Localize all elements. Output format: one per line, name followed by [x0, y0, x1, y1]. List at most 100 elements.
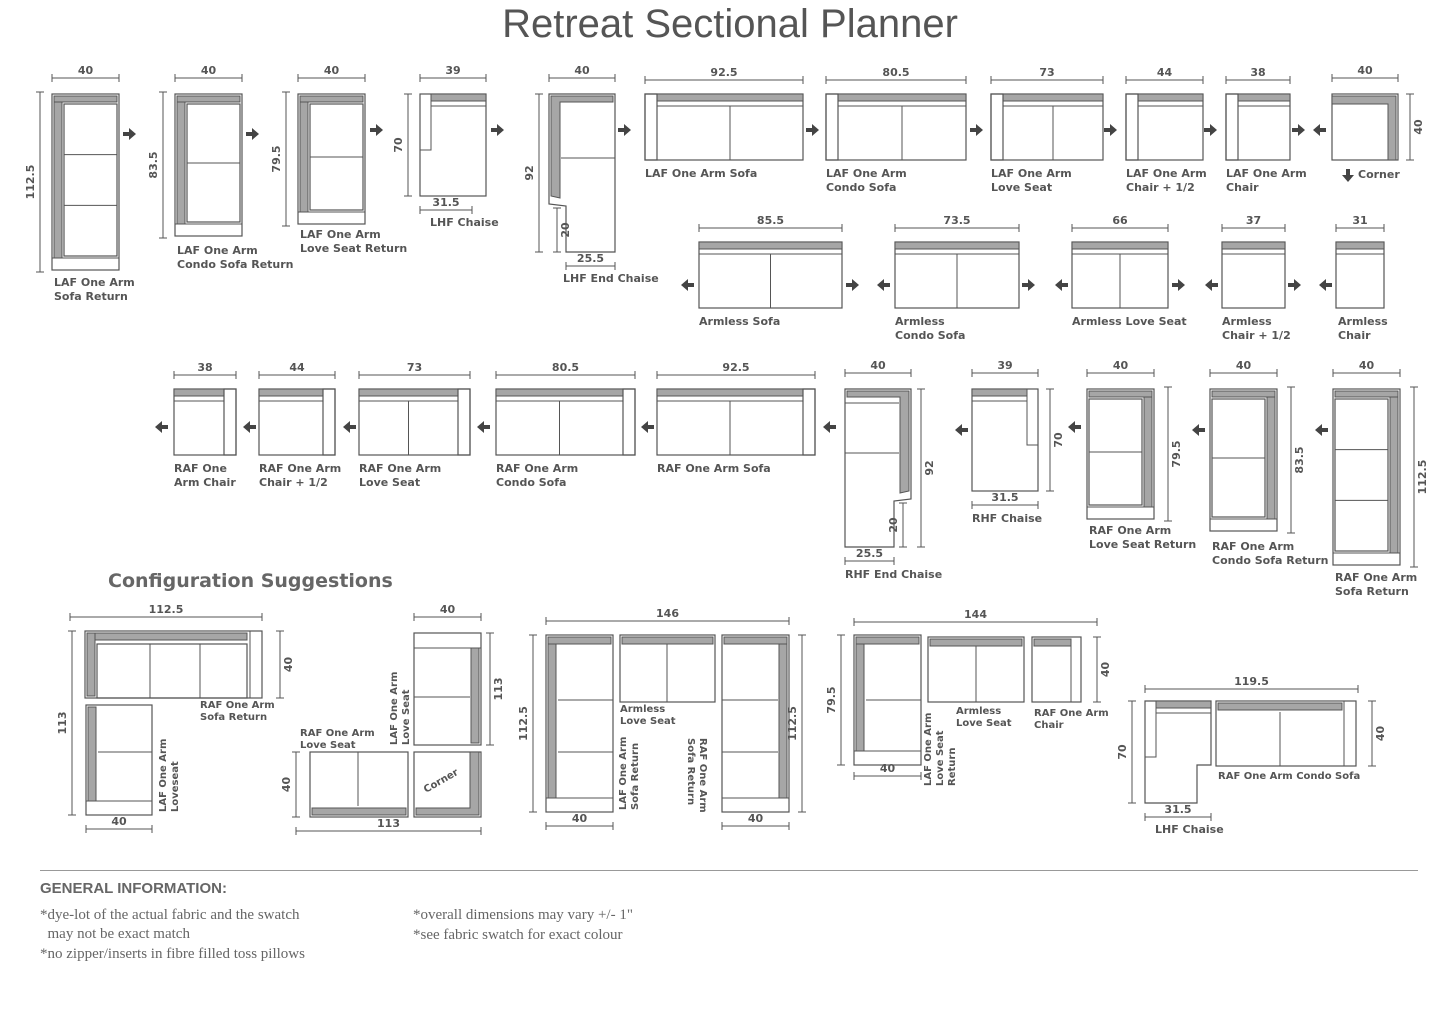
arrow-shape [1342, 169, 1354, 182]
arrow-left-icon [1313, 124, 1326, 136]
config-label: LHF Chaise [1155, 823, 1224, 836]
arrow-shape [806, 124, 819, 136]
arrow-shape [681, 279, 694, 291]
dimension-label: 92 [523, 165, 536, 180]
piece-label: Armless Love Seat [1072, 315, 1187, 328]
arrow-left-icon [681, 279, 694, 291]
dimension-label: 40 [280, 777, 293, 793]
arrow-down-icon [1342, 169, 1354, 182]
arrow-left-icon [155, 421, 168, 433]
arrow-shape [1068, 421, 1081, 433]
dimension-label: 112.5 [517, 706, 530, 741]
arrow-shape [243, 421, 256, 433]
dimension-label: 44 [1157, 66, 1173, 79]
dimension-label: 85.5 [757, 214, 784, 227]
dimension-label: 20 [887, 517, 900, 533]
piece-label: Armless Sofa [699, 315, 780, 328]
dimension-label: 40 [748, 812, 764, 825]
dimension-label: 31.5 [1164, 803, 1191, 816]
arrow-left-icon [477, 421, 490, 433]
config-label: LAF One ArmLove SeatReturn [923, 713, 958, 786]
dimension-label: 66 [1112, 214, 1128, 227]
dimension-label: 40 [1412, 119, 1425, 135]
dimension-label: 40 [880, 762, 896, 775]
dimension-label: 92.5 [722, 361, 749, 374]
dimension-label: 83.5 [147, 151, 160, 178]
piece-label: LHF Chaise [430, 216, 499, 229]
arrow-shape [955, 424, 968, 436]
section-divider [40, 870, 1418, 871]
arrow-shape [618, 124, 631, 136]
arrow-shape [491, 124, 504, 136]
arrow-right-icon [1288, 279, 1301, 291]
arrow-shape [877, 279, 890, 291]
arrow-shape [1315, 424, 1328, 436]
dimension-label: 40 [1099, 662, 1112, 678]
arrow-right-icon [846, 279, 859, 291]
note-dimensions: *overall dimensions may vary +/- 1" [413, 907, 633, 923]
config-label: RAF One ArmSofa Return [685, 738, 708, 813]
dimension-label: 73 [1039, 66, 1054, 79]
general-information-heading: GENERAL INFORMATION: [40, 880, 227, 897]
dimension-label: 38 [1250, 66, 1265, 79]
dimension-label: 40 [78, 64, 94, 77]
arrow-left-icon [343, 421, 356, 433]
dimension-label: 20 [559, 222, 572, 238]
piece-label: RAF One Arm Sofa [657, 462, 771, 475]
arrow-shape [1055, 279, 1068, 291]
dimension-label: 144 [964, 608, 987, 621]
dimension-label: 80.5 [552, 361, 579, 374]
configuration-suggestions-title: Configuration Suggestions [108, 570, 393, 592]
page-title: Retreat Sectional Planner [502, 2, 958, 46]
arrow-shape [1172, 279, 1185, 291]
dimension-label: 79.5 [1170, 440, 1183, 467]
arrow-right-icon [1104, 124, 1117, 136]
config-label: LAF One ArmLoveseat [158, 739, 181, 812]
dimension-label: 40 [1236, 359, 1252, 372]
arrow-left-icon [1319, 279, 1332, 291]
arrow-shape [641, 421, 654, 433]
dimension-label: 40 [1359, 359, 1375, 372]
dimension-label: 31.5 [432, 196, 459, 209]
dimension-label: 40 [572, 812, 588, 825]
dimension-label: 40 [324, 64, 340, 77]
arrow-right-icon [618, 124, 631, 136]
arrow-shape [823, 421, 836, 433]
dimension-label: 40 [440, 603, 456, 616]
arrow-shape [970, 124, 983, 136]
arrow-left-icon [243, 421, 256, 433]
arrow-shape [370, 124, 383, 136]
arrow-shape [343, 421, 356, 433]
dimension-label: 79.5 [825, 686, 838, 713]
dimension-label: 119.5 [1234, 675, 1269, 688]
dimension-label: 44 [289, 361, 305, 374]
dimension-label: 70 [392, 137, 405, 153]
dimension-label: 40 [282, 657, 295, 673]
dimension-label: 40 [1357, 64, 1373, 77]
arrow-right-icon [806, 124, 819, 136]
arrow-left-icon [823, 421, 836, 433]
